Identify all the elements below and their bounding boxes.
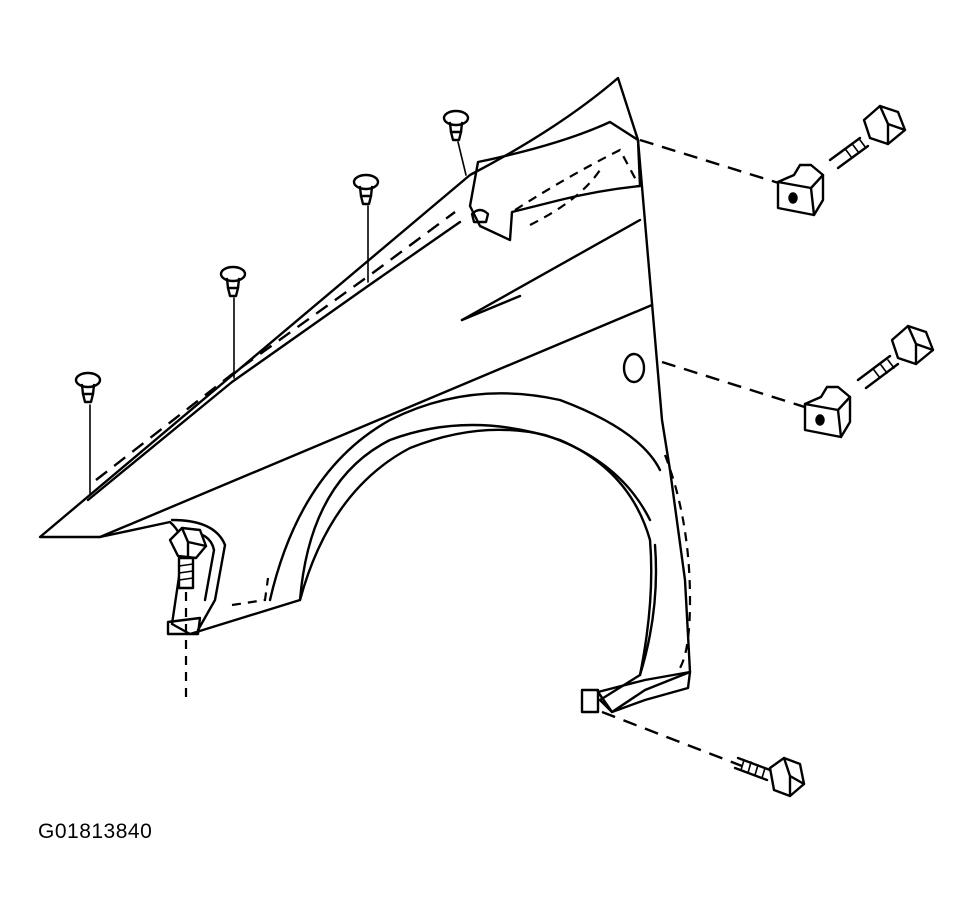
rear-arch-hidden — [663, 454, 692, 669]
lower-bracket-leader — [661, 360, 809, 410]
rocker-tab-notch — [580, 688, 600, 714]
rocker-tab — [596, 670, 692, 714]
rocker-bolt — [733, 756, 806, 798]
middle-crease — [98, 303, 654, 539]
rear-leg-edge — [638, 543, 658, 677]
fender-outline — [38, 76, 692, 714]
rear-corner-pocket — [468, 120, 642, 242]
lower-rear-bracket — [803, 385, 852, 439]
front-lower-flange — [170, 518, 227, 632]
fender-panel — [38, 76, 692, 714]
rear-lower-bolt — [856, 324, 935, 390]
rear-upper-bolt — [828, 104, 907, 170]
front-lower-bolt — [168, 526, 208, 590]
upper-bracket-leader — [639, 138, 786, 187]
top-flange-dash — [95, 211, 456, 481]
wheel-arch-lip — [298, 428, 652, 602]
figure-id-label: G01813840 — [38, 820, 153, 843]
top-flange-line — [86, 220, 462, 502]
wheel-arch-inner — [268, 392, 662, 602]
upper-crease — [460, 218, 642, 322]
push-clip-5 — [470, 208, 490, 224]
upper-rear-bracket — [776, 163, 825, 217]
push-clip-4-leader — [457, 141, 467, 176]
push-clip-4 — [442, 109, 470, 142]
front-lower-tab — [166, 616, 202, 636]
wheel-arch-hidden — [231, 577, 270, 607]
push-clip-2 — [219, 265, 247, 298]
upper-crease-return — [460, 294, 522, 322]
push-clip-3 — [352, 173, 380, 206]
pocket-hidden-curve — [529, 169, 601, 226]
marker-hole — [622, 352, 646, 384]
push-clip-1 — [74, 371, 102, 404]
pocket-hidden-edge — [514, 148, 637, 211]
rocker-bolt-leader — [601, 710, 743, 768]
